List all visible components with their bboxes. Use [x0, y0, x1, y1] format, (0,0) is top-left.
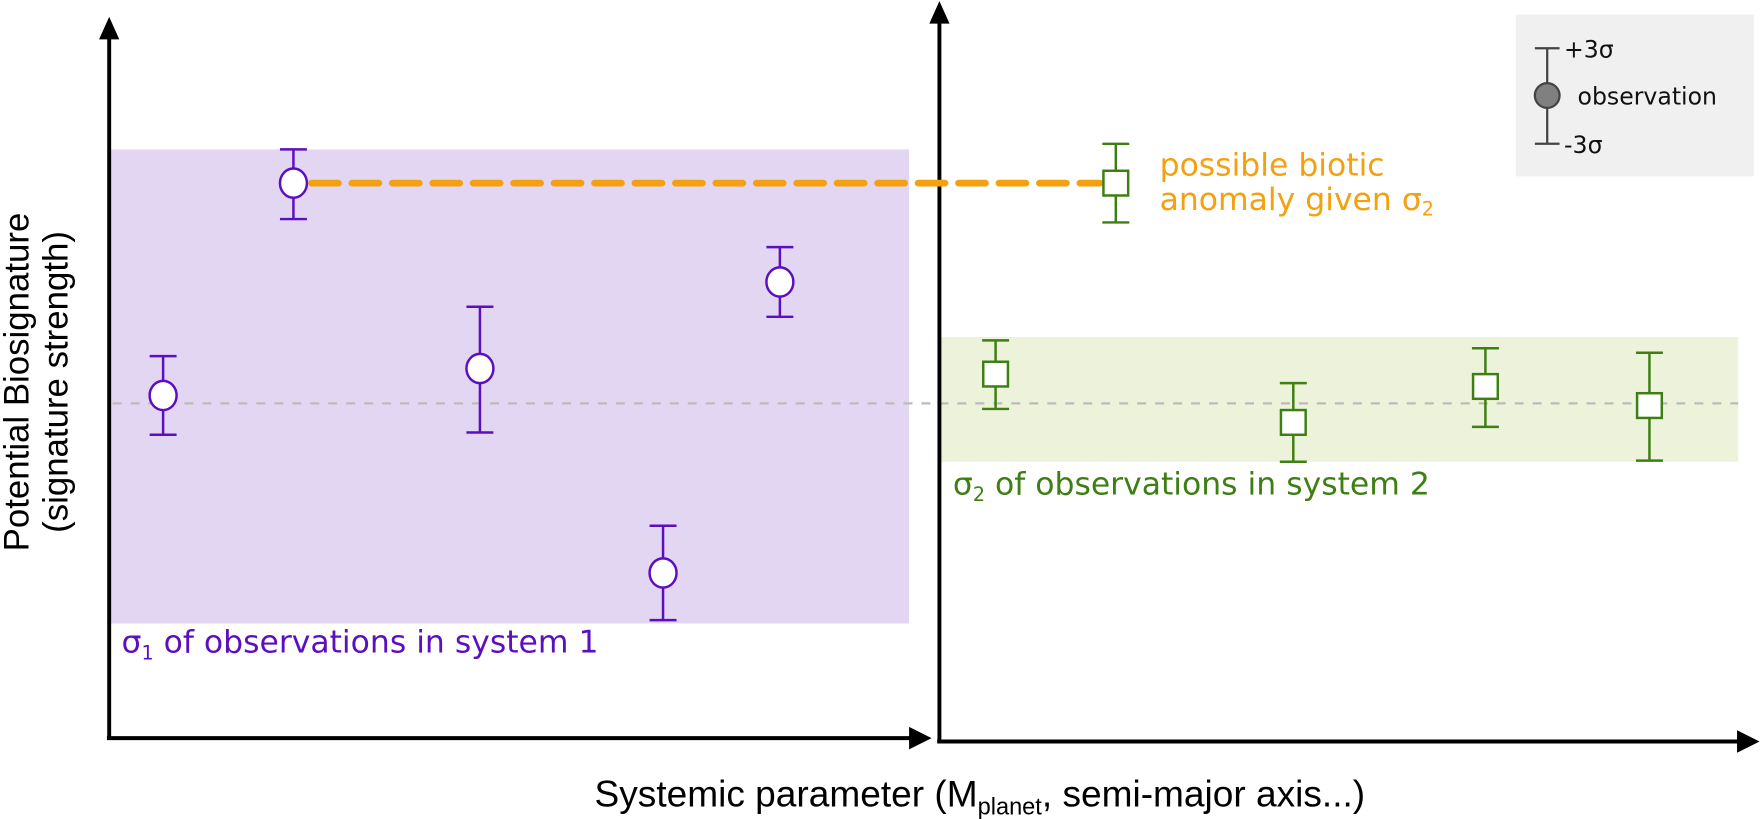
legend-observation-marker-icon	[1533, 82, 1561, 109]
circle-marker-icon	[765, 266, 795, 298]
system-1-point-5	[765, 245, 795, 319]
system-2-point-4	[1635, 351, 1664, 462]
system-1-point-3	[465, 305, 495, 434]
system-2-point-1	[981, 339, 1010, 411]
circle-marker-icon	[648, 557, 678, 589]
right-y-axis-arrow-icon	[929, 1, 950, 24]
bands	[110, 149, 1739, 624]
sigma-band-1	[110, 149, 910, 624]
band-label-sub: 1	[141, 641, 153, 664]
anomaly-annotation-line-1: possible biotic	[1160, 147, 1385, 183]
legend: +3σ observation -3σ	[1515, 14, 1754, 177]
y-axis-label: Potential Biosignature (signature streng…	[0, 213, 76, 552]
legend-marker-label: observation	[1578, 82, 1717, 110]
circle-marker-icon	[278, 167, 309, 199]
x-axis-label-main: Systemic parameter (M	[595, 773, 978, 815]
left-x-axis-arrow-icon	[909, 726, 932, 750]
square-marker-icon	[1102, 169, 1130, 197]
square-marker-icon	[981, 360, 1010, 388]
annotation-sub: 2	[1422, 198, 1434, 221]
square-marker-icon	[1471, 372, 1500, 401]
x-axis-label: Systemic parameter (Mplanet, semi-major …	[595, 773, 1366, 819]
anomaly-point	[1102, 142, 1130, 224]
anomaly-annotation-line-2: anomaly given σ2	[1160, 182, 1434, 221]
band-label-sigma: σ	[953, 466, 973, 502]
sigma-band-2	[940, 337, 1739, 462]
circle-marker-icon	[148, 379, 178, 412]
left-axes	[99, 16, 932, 750]
right-x-axis-arrow-icon	[1737, 730, 1760, 753]
system-1-point-2	[278, 148, 309, 221]
band-label-sub: 2	[973, 483, 985, 506]
system-2-point-3	[1471, 347, 1500, 429]
legend-lower-label: -3σ	[1564, 131, 1603, 159]
square-marker-icon	[1279, 408, 1307, 437]
points	[148, 142, 1664, 622]
band-label-text: of observations in system 1	[154, 625, 599, 661]
y-axis-label-line-1: Potential Biosignature	[0, 213, 36, 552]
annotation-text: anomaly given σ	[1160, 182, 1422, 218]
y-axis-label-line-2: (signature strength)	[37, 231, 76, 533]
x-axis-label-tail: , semi-major axis...)	[1042, 773, 1365, 815]
x-axis-label-sub: planet	[978, 794, 1043, 819]
band-label-system-1: σ1 of observations in system 1	[122, 625, 599, 665]
band-label-text: of observations in system 2	[985, 466, 1430, 502]
band-label-system-2: σ2 of observations in system 2	[953, 466, 1430, 506]
circle-marker-icon	[465, 352, 495, 385]
left-y-axis-arrow-icon	[99, 16, 120, 40]
square-marker-icon	[1635, 391, 1664, 420]
legend-upper-label: +3σ	[1564, 35, 1614, 63]
system-1-point-4	[648, 524, 678, 622]
right-axes	[929, 1, 1760, 753]
system-1-point-1	[148, 354, 178, 437]
band-label-sigma: σ	[122, 625, 142, 661]
system-2-point-2	[1279, 381, 1307, 463]
